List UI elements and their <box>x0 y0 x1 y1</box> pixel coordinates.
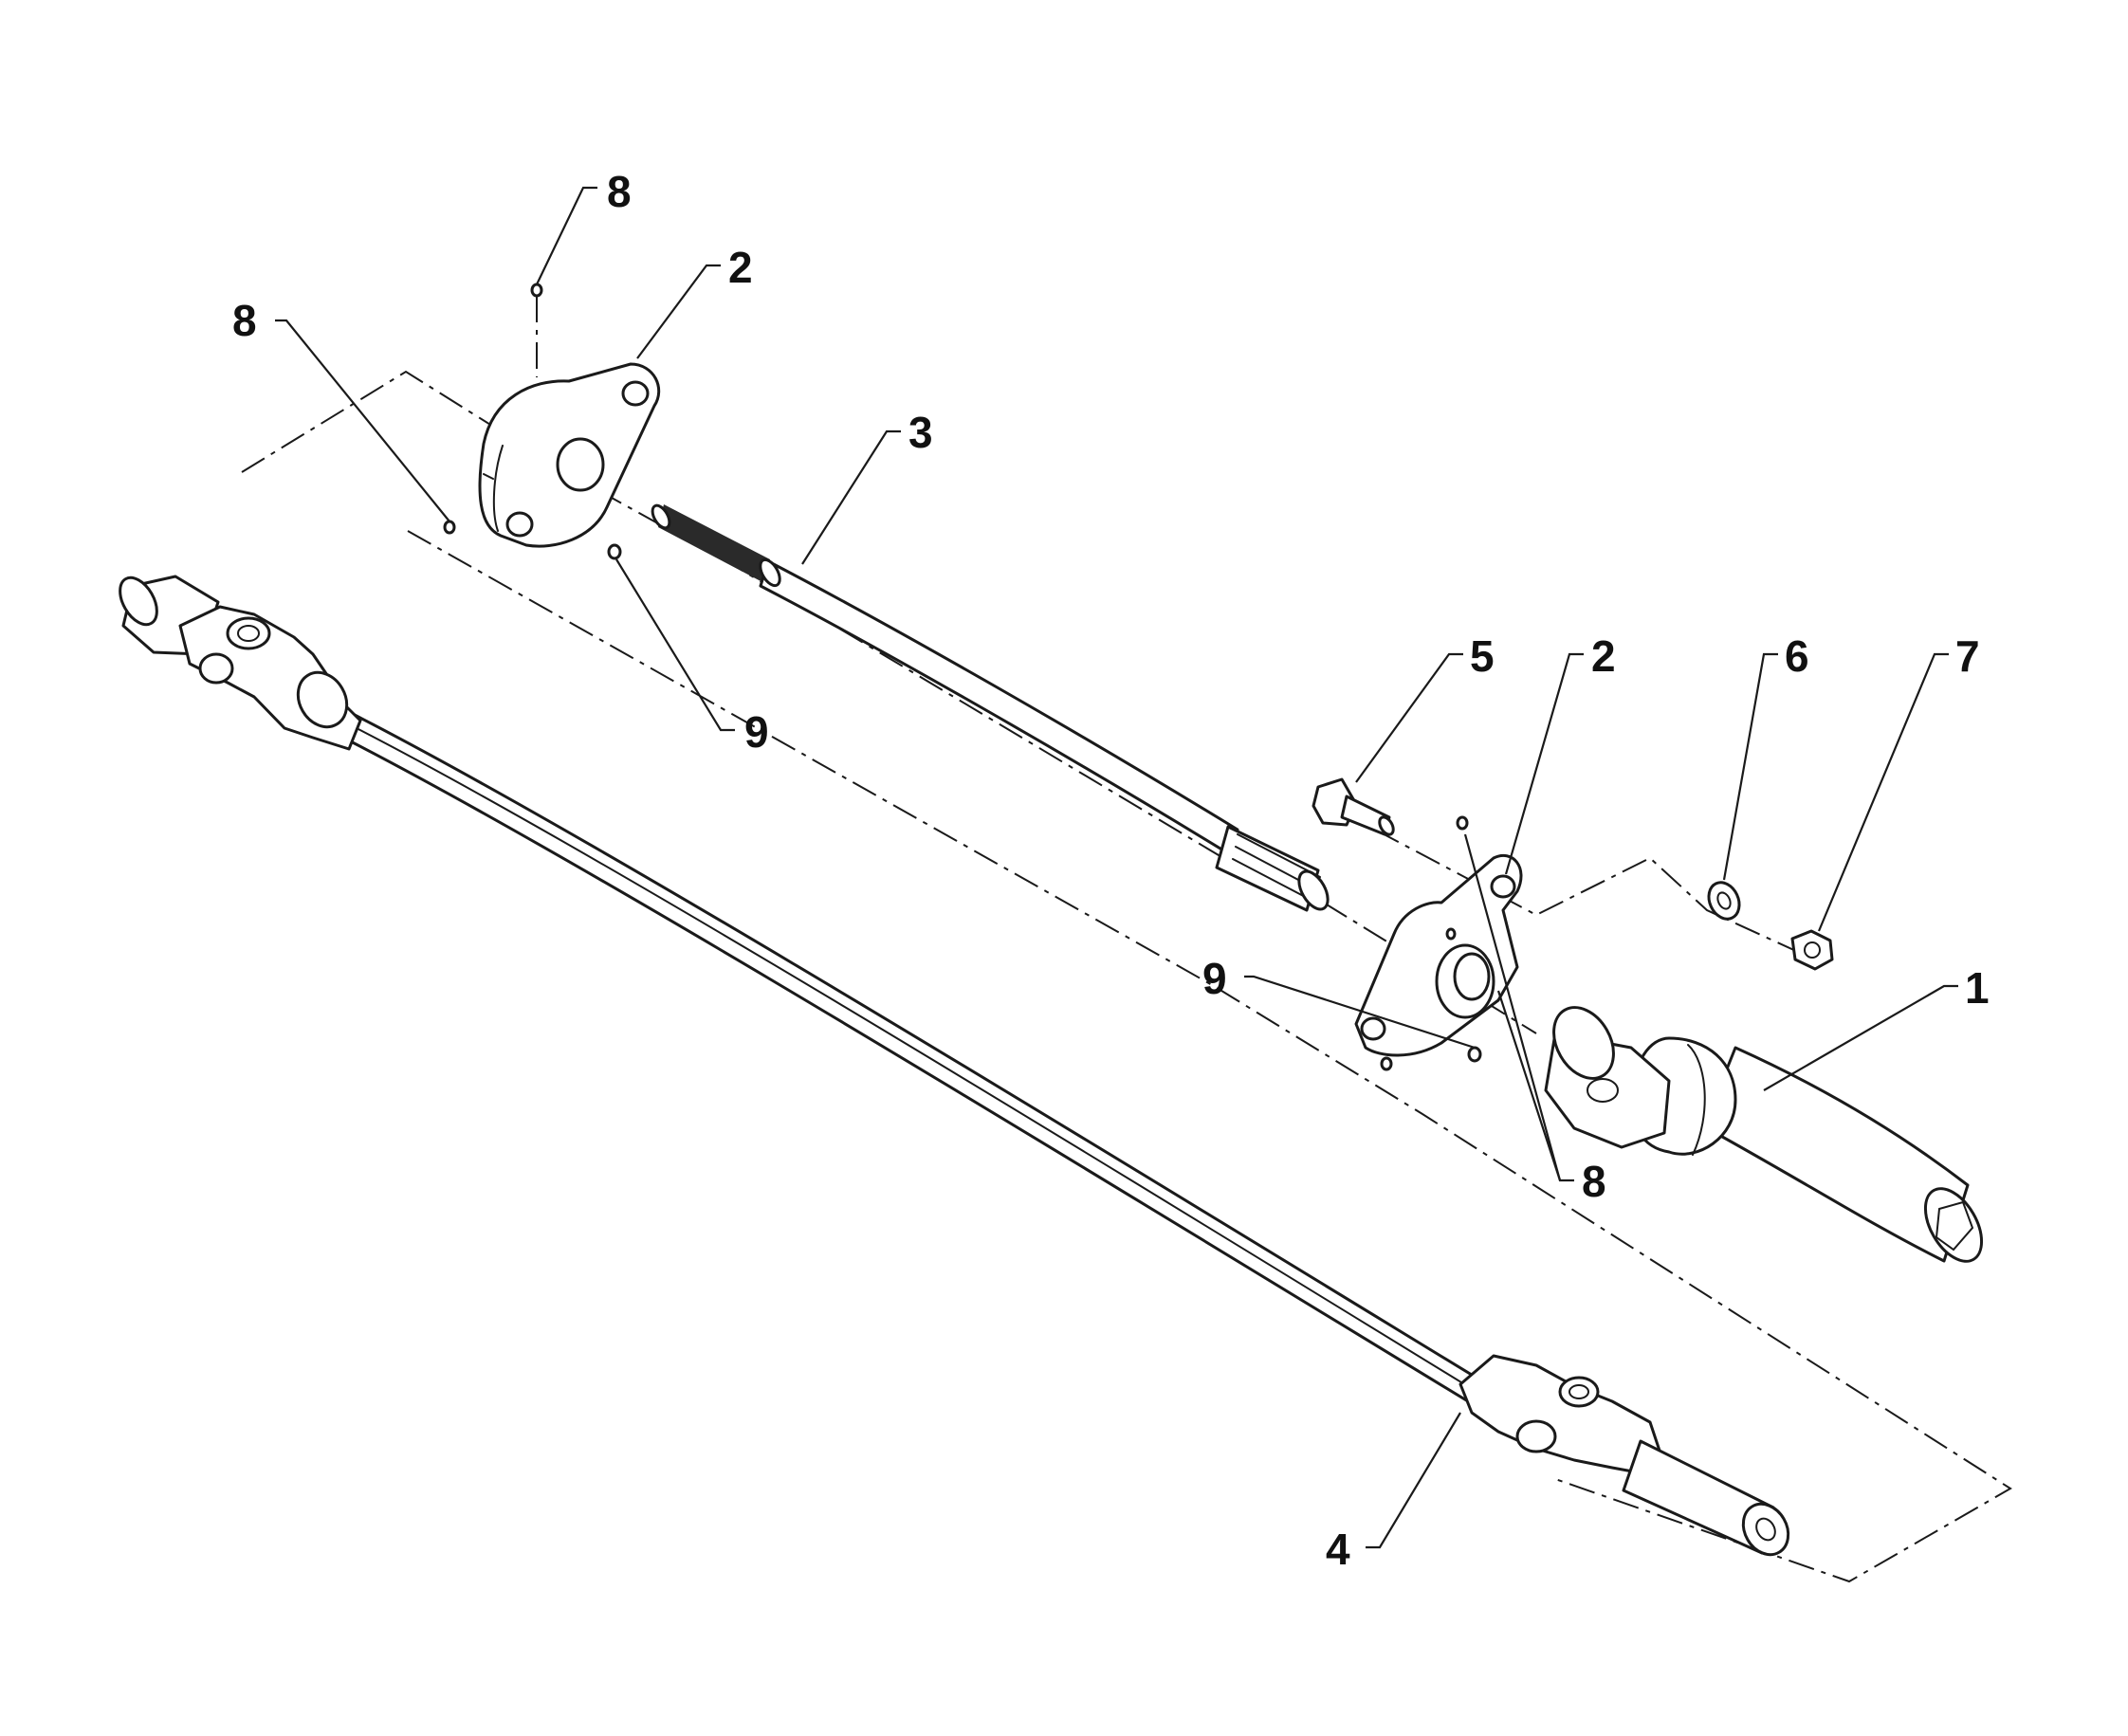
flange-lower-hole-top <box>1490 874 1516 899</box>
callout-2-upper: 2 <box>728 243 753 292</box>
leader-7 <box>1817 652 1949 932</box>
set-screw-8-lower-bottom <box>1380 1056 1393 1071</box>
shaft-coupler <box>1215 825 1320 912</box>
callout-9-upper: 9 <box>744 707 769 757</box>
part-4-intermediate-shaft <box>119 575 1790 1557</box>
callout-8-lower: 8 <box>1582 1157 1606 1206</box>
u-joint-upper-bearing <box>226 616 271 650</box>
leader-6 <box>1722 652 1778 881</box>
leader-2-lower <box>1504 652 1584 875</box>
centerline-lower <box>407 530 2012 1583</box>
part-2-flange-upper <box>443 283 661 560</box>
u-joint-lower <box>1458 1354 1661 1476</box>
set-screw-8-left <box>443 520 456 535</box>
callout-8-top: 8 <box>607 167 632 216</box>
column-tube-opening <box>1923 1187 1984 1263</box>
centerline-upper <box>241 370 1537 1034</box>
part-2-flange-lower <box>1354 815 1523 1071</box>
centerline-bolt <box>1374 829 1822 963</box>
shaft-body <box>759 559 1239 855</box>
leader-8-lower-b <box>1496 990 1562 1181</box>
callout-3: 3 <box>908 408 933 457</box>
part-1-column-tube <box>1544 1006 1984 1263</box>
grease-fitting-9-lower <box>1467 1046 1482 1063</box>
leader-1 <box>1763 984 1958 1091</box>
flange-lower-bore <box>1453 952 1491 1001</box>
leader-lines <box>275 186 1958 1549</box>
callout-4: 4 <box>1326 1525 1350 1574</box>
flange-upper-hole-top <box>621 380 650 407</box>
callout-9-lower: 9 <box>1202 954 1227 1003</box>
leader-8-left <box>275 319 450 522</box>
part-6-washer <box>1707 881 1741 921</box>
leader-8-top <box>536 186 597 285</box>
leader-9-upper <box>615 558 735 732</box>
leader-3 <box>801 429 901 565</box>
bolt-shank <box>1340 795 1391 836</box>
part-3-splined-shaft <box>651 503 1330 912</box>
flange-upper-hole-bottom <box>505 511 534 538</box>
set-screw-8-top <box>530 283 543 298</box>
nut <box>1790 929 1834 971</box>
leader-9-lower <box>1244 975 1476 1050</box>
callout-8-left: 8 <box>232 296 257 345</box>
callout-labels: 8 8 2 3 9 5 2 6 7 9 1 8 4 <box>232 167 1990 1574</box>
leader-5 <box>1355 652 1463 783</box>
u-joint-lower-bearing <box>1558 1376 1600 1408</box>
leader-4 <box>1366 1412 1461 1549</box>
shaft-spline-end <box>658 504 770 583</box>
flange-lower-hole-bottom <box>1360 1016 1386 1041</box>
callout-2-lower: 2 <box>1591 631 1616 681</box>
callout-7: 7 <box>1955 631 1980 681</box>
callout-1: 1 <box>1965 963 1990 1013</box>
flange-upper-bore <box>556 437 605 492</box>
part-5-bolt <box>1312 777 1395 836</box>
part-7-nut <box>1790 929 1834 971</box>
callout-5: 5 <box>1470 631 1495 681</box>
callout-6: 6 <box>1785 631 1809 681</box>
washer <box>1707 881 1741 921</box>
leader-2-upper <box>636 264 721 359</box>
set-screw-8-lower-top <box>1456 815 1469 831</box>
grease-fitting-9-upper <box>607 543 622 560</box>
